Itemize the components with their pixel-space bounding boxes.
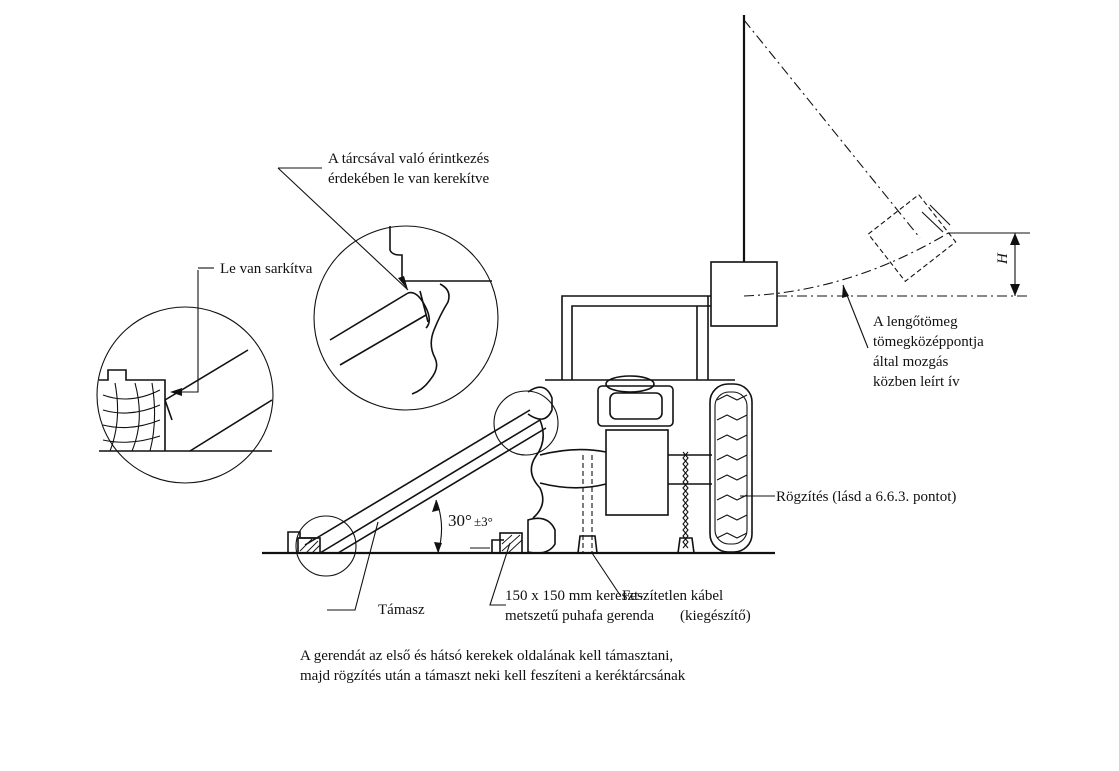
angle-arc-arrow-bottom — [434, 542, 442, 553]
prop: 30° ±3° Támasz 150 x 150 mm kereszt- met… — [287, 390, 751, 624]
front-block-hatch — [501, 534, 523, 554]
chamfer-cut — [164, 399, 173, 421]
right-axle-housing — [668, 454, 712, 485]
rear-wheel-tread-pattern — [716, 394, 748, 539]
rear-wheel-tread-edge — [714, 391, 748, 545]
angle-arc-arrow-top — [432, 500, 440, 512]
steering-wheel — [605, 375, 655, 393]
pendulum-mass-swung — [867, 193, 957, 283]
pendulum-label-1: A lengőtömeg — [873, 314, 958, 330]
rounded-leader — [277, 167, 409, 291]
rounded-leader-arrow — [398, 276, 408, 290]
seat — [597, 385, 674, 427]
center-of-mass-arc — [743, 231, 951, 297]
leader-arrowhead — [842, 285, 849, 298]
fixing-chain — [682, 451, 689, 549]
seat-cushion — [609, 392, 663, 420]
cable-label-1: Feszítetlen kábel — [622, 588, 723, 604]
fixing-chain-links — [682, 451, 689, 549]
beam-leader — [489, 542, 511, 606]
prop-leader — [327, 521, 379, 611]
dimension-arrow-down — [1010, 284, 1020, 296]
transmission-housing — [605, 429, 669, 516]
rear-block-stop — [287, 531, 316, 553]
rounded-contact — [419, 290, 429, 323]
angle-tolerance: ±3° — [474, 514, 493, 529]
cab-frame-inner — [571, 305, 711, 380]
front-beam-block — [499, 532, 523, 554]
pendulum-label-2: tömegközéppontja — [873, 334, 984, 350]
detail-chamfered: Le van sarkítva — [96, 261, 313, 484]
rounded-label-2: érdekében le van kerekítve — [328, 171, 490, 187]
left-wheel-lower — [527, 517, 556, 554]
chamfer-detail-circle — [96, 306, 274, 484]
swing-line-tick — [929, 204, 951, 226]
chamfer-leader-arrow — [170, 388, 182, 396]
detail-rounded: A tárcsával való érintkezés érdekében le… — [277, 151, 499, 411]
pendulum-swing-line — [743, 19, 921, 239]
swing-line-tick — [921, 211, 944, 233]
rounded-block-outline — [389, 226, 492, 282]
pendulum-label-4: közben leírt ív — [873, 374, 960, 390]
cable-leader — [591, 552, 621, 596]
wheel-disc-profile — [411, 283, 450, 395]
beam-label-1: 150 x 150 mm kereszt- — [505, 588, 643, 604]
pendulum: H A lengőtömeg tömegközéppontja által mo… — [710, 15, 1030, 390]
chamfer-block-outline — [99, 369, 166, 451]
rounded-detail-circle — [313, 225, 499, 411]
left-axle-housing — [539, 448, 607, 489]
rear-beam-block — [297, 537, 321, 554]
right-rear-wheel — [709, 383, 753, 553]
detail-circle-rear — [295, 515, 357, 577]
cab-frame-outer — [561, 295, 711, 380]
note-line-1: A gerendát az első és hátsó kerekek olda… — [300, 648, 673, 664]
detail-circle-upper — [493, 390, 559, 456]
prop-upper-edge-end — [337, 427, 547, 554]
rounded-beam-top — [329, 292, 409, 341]
pendulum-mass-rest — [710, 261, 778, 327]
cable-label-2: (kiegészítő) — [680, 608, 751, 624]
fixing-label: Rögzítés (lásd a 6.6.3. pontot) — [776, 489, 956, 505]
chamfer-beam-bottom — [189, 399, 273, 452]
rear-block-hatch — [299, 538, 321, 554]
rounded-beam-end — [407, 291, 431, 329]
rounded-label-1: A tárcsával való érintkezés — [328, 151, 489, 167]
cable-ground-anchor — [577, 535, 598, 554]
tractor: Rögzítés (lásd a 6.6.3. pontot) — [527, 295, 956, 554]
rounded-beam-bottom — [339, 314, 427, 366]
prop-top-edge — [304, 409, 531, 546]
pendulum-label-3: által mozgás — [873, 354, 949, 370]
prop-label: Támasz — [378, 602, 425, 618]
height-label-h: H — [995, 252, 1011, 265]
left-wheel-profile — [530, 419, 544, 519]
angle-value: 30° — [448, 511, 472, 530]
chain-ground-anchor — [677, 537, 695, 554]
chamfer-label: Le van sarkítva — [220, 261, 313, 277]
wood-grain — [102, 382, 161, 452]
chamfer-leader — [172, 270, 199, 393]
note-line-2: majd rögzítés után a támaszt neki kell f… — [300, 668, 686, 684]
dimension-arrow-up — [1010, 233, 1020, 245]
beam-label-2: metszetű puhafa gerenda — [505, 608, 654, 624]
prop-lower-edge — [319, 419, 541, 554]
